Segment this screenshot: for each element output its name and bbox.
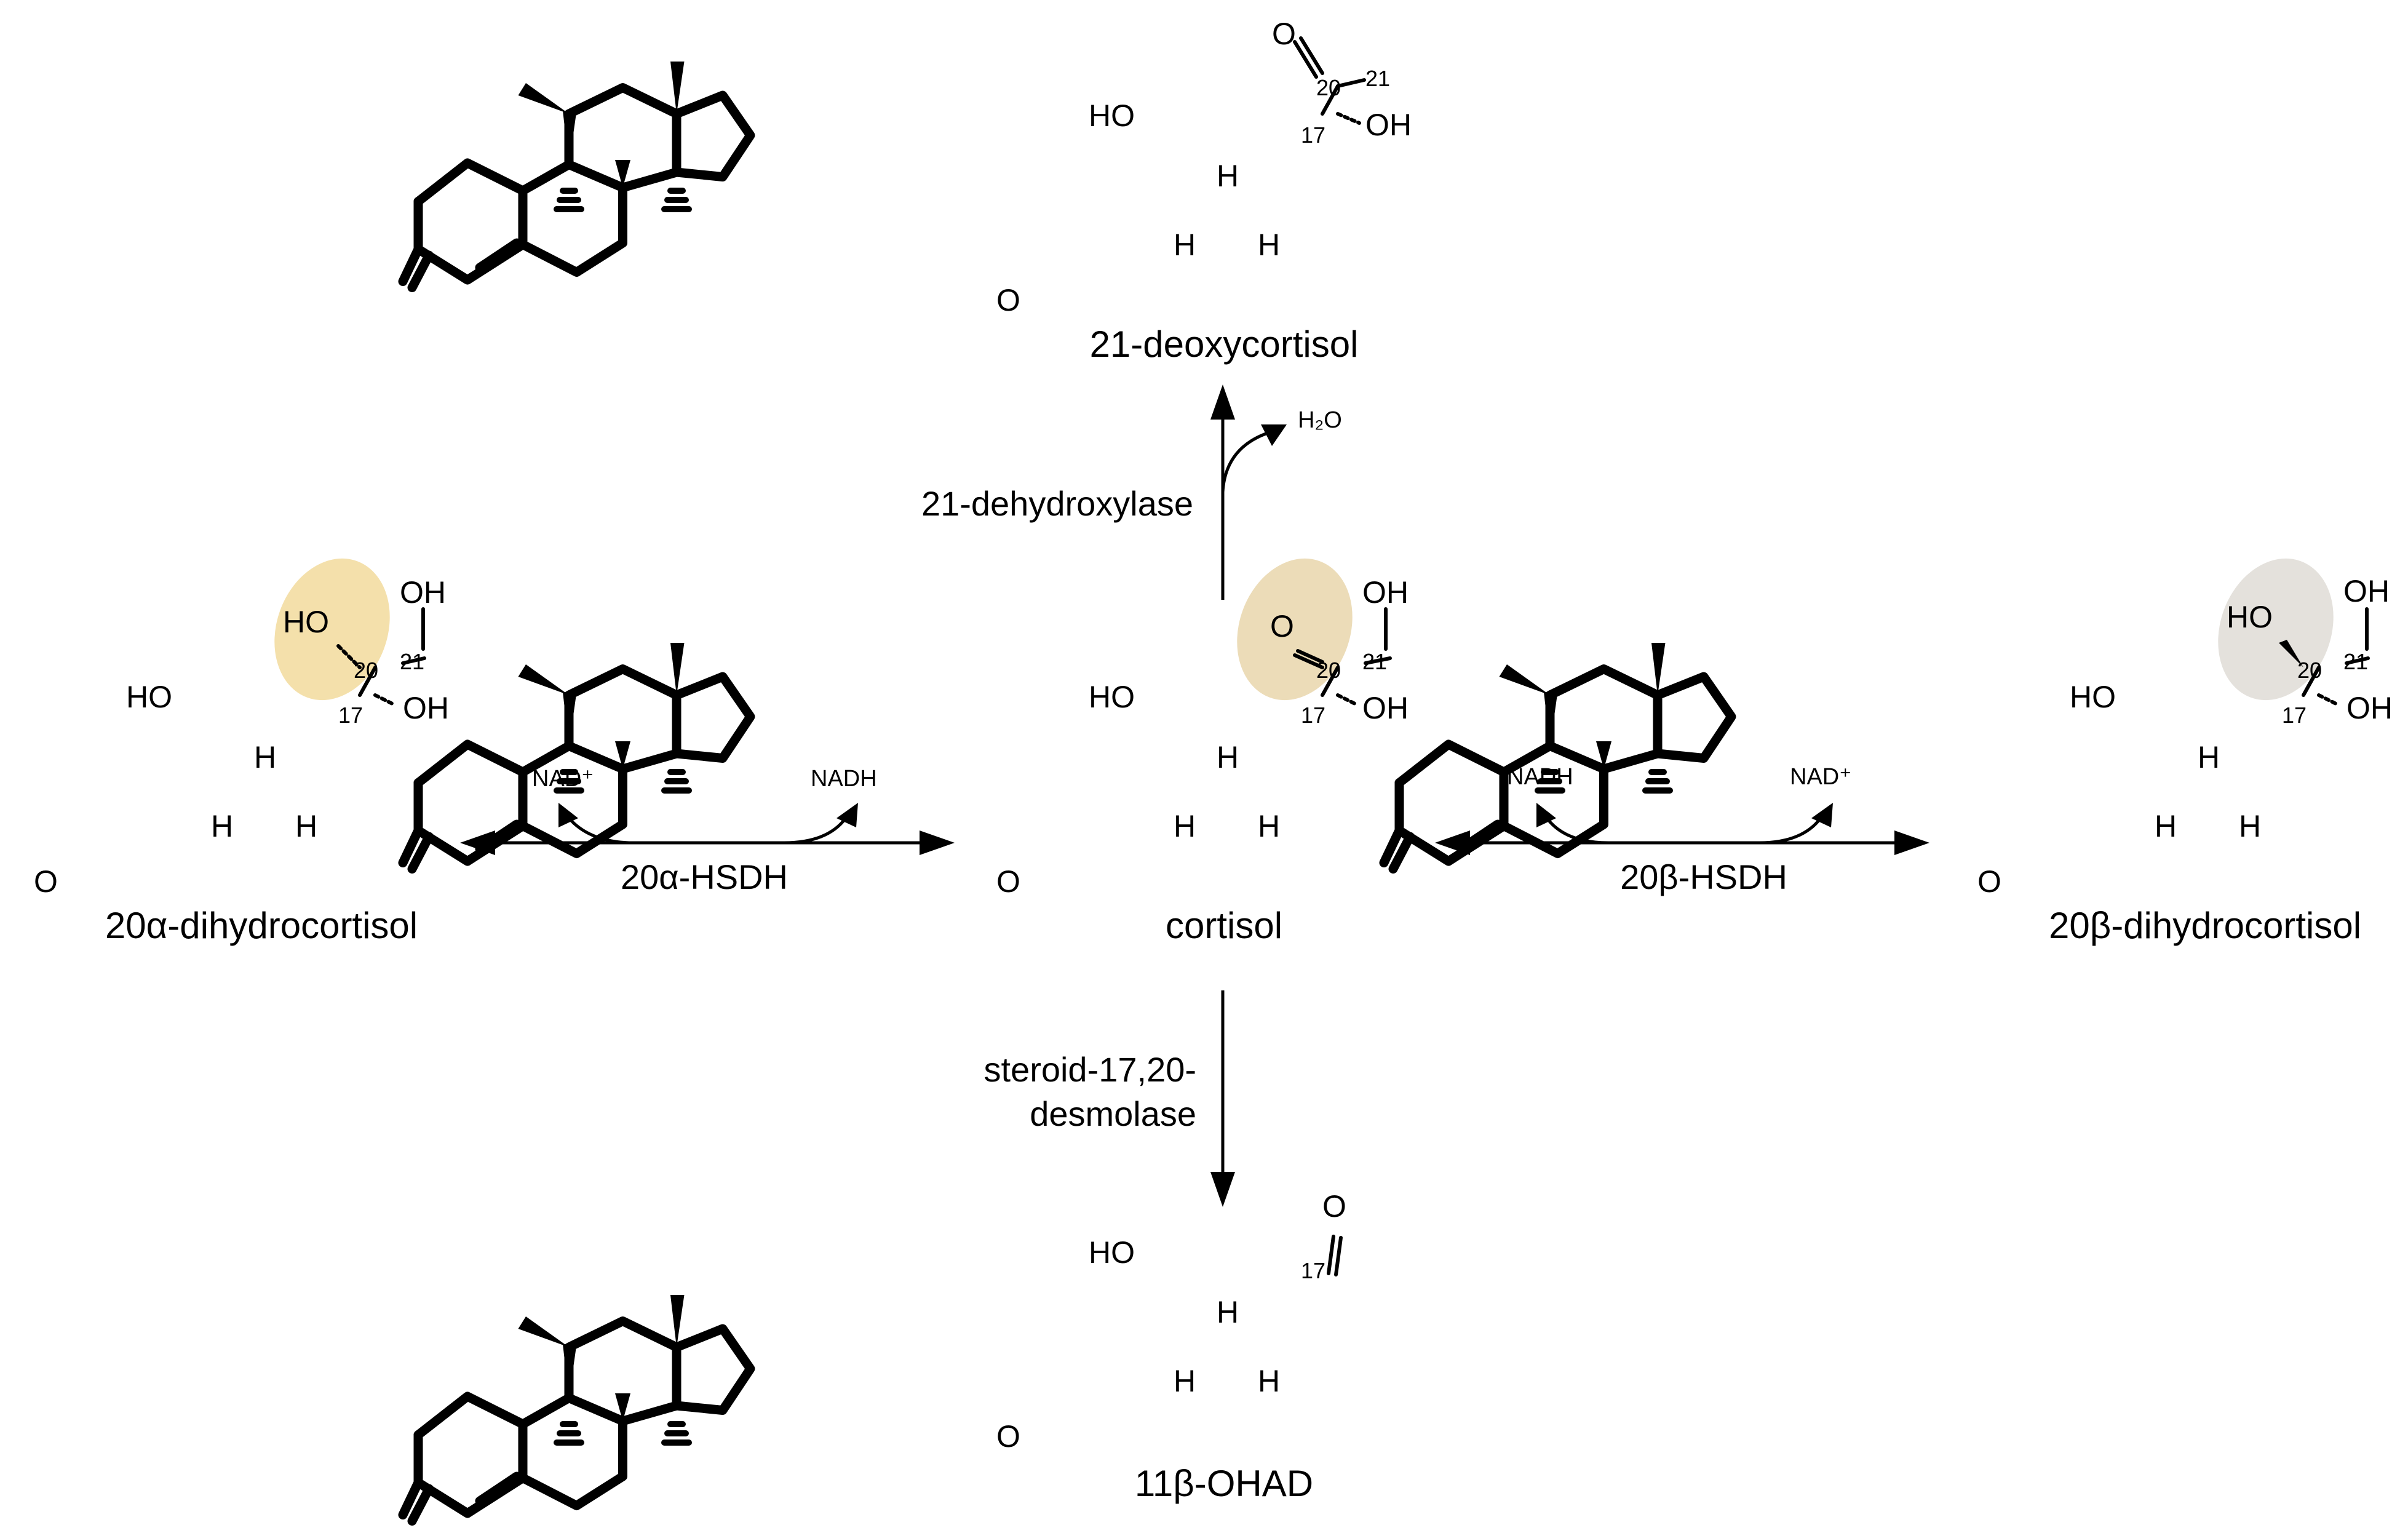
- desmolase-label-line1: steroid-17,20-: [983, 1050, 1196, 1089]
- oh-17-label: OH: [1362, 691, 1409, 725]
- c17-number: 17: [1301, 1258, 1325, 1283]
- o-20-label: O: [1272, 17, 1296, 51]
- oh-21-label: OH: [2343, 574, 2390, 608]
- oh-17-label: OH: [403, 691, 449, 725]
- ho-20-label: HO: [2227, 600, 2273, 634]
- o-20-label: O: [1270, 609, 1294, 643]
- alpha-hsdh-label: 20α-HSDH: [621, 858, 788, 896]
- h-14-label: H: [2239, 809, 2261, 843]
- h-9-label: H: [1174, 228, 1196, 262]
- c17-number: 17: [338, 703, 363, 728]
- c17-number: 17: [1301, 703, 1325, 728]
- o-3-label: O: [996, 1419, 1020, 1454]
- c20-number: 20: [2297, 658, 2322, 683]
- cortisol-name: cortisol: [1166, 905, 1282, 946]
- oh-17-label: OH: [2346, 691, 2393, 725]
- o-3-label: O: [34, 864, 58, 899]
- c21-number: 21: [2343, 649, 2368, 674]
- water-label: H₂O: [1298, 407, 1342, 433]
- h-9-label: H: [211, 809, 233, 843]
- o-3-label: O: [996, 283, 1020, 317]
- desmolase-arrow: [1210, 990, 1235, 1207]
- ho-20-label: HO: [283, 605, 329, 639]
- c21-number: 21: [1362, 649, 1387, 674]
- ohad-structure: HO O 17 O H H H: [403, 1189, 1346, 1521]
- beta-dihydrocortisol-name: 20β-dihydrocortisol: [2049, 905, 2361, 946]
- nadh-label: NADH: [1507, 764, 1573, 790]
- c17-number: 17: [1301, 122, 1325, 148]
- dehydroxylase-label: 21-dehydroxylase: [921, 484, 1193, 523]
- alpha-dihydrocortisol-structure: HO HO OH OH 20 21 17 O H H H: [34, 558, 449, 899]
- ho-11-label: HO: [126, 680, 172, 714]
- alpha-dihydrocortisol-name: 20α-dihydrocortisol: [105, 905, 418, 946]
- c20-number: 20: [1316, 75, 1341, 100]
- h-8-label: H: [2198, 740, 2220, 774]
- c17-number: 17: [2282, 703, 2307, 728]
- beta-hsdh-arrow: [1435, 803, 1929, 855]
- h-8-label: H: [1217, 1295, 1239, 1329]
- c20-ketone-highlight: [1237, 558, 1353, 701]
- nadh-label: NADH: [811, 766, 877, 792]
- oh-21-label: OH: [1362, 575, 1409, 610]
- c20-beta-hydroxyl-highlight: [2218, 558, 2334, 701]
- nad-plus-label: NAD⁺: [532, 766, 594, 792]
- h-9-label: H: [1174, 809, 1196, 843]
- o-17-label: O: [1322, 1189, 1346, 1224]
- beta-hsdh-label: 20β-HSDH: [1620, 858, 1787, 896]
- nad-plus-label: NAD⁺: [1790, 764, 1851, 790]
- c20-alpha-hydroxyl-highlight: [274, 558, 390, 701]
- oh-21-label: OH: [400, 575, 446, 610]
- cortisol-structure: HO O OH OH 20 21 17 O H H H: [403, 558, 1409, 899]
- h-8-label: H: [1217, 740, 1239, 774]
- alpha-hsdh-arrow: [460, 803, 955, 855]
- oh-17-label: OH: [1365, 108, 1412, 142]
- ho-11-label: HO: [1089, 98, 1135, 133]
- ho-11-label: HO: [1089, 1235, 1135, 1270]
- deoxycortisol-structure: HO O OH 20 21 17 O H H H: [403, 17, 1412, 317]
- h-14-label: H: [1258, 228, 1280, 262]
- c20-number: 20: [354, 658, 378, 683]
- ohad-name: 11β-OHAD: [1135, 1463, 1313, 1504]
- ho-11-label: HO: [2070, 680, 2116, 714]
- h-8-label: H: [1217, 159, 1239, 193]
- desmolase-label-line2: desmolase: [1030, 1094, 1196, 1133]
- h-14-label: H: [1258, 809, 1280, 843]
- o-3-label: O: [1977, 864, 2001, 899]
- ho-11-label: HO: [1089, 680, 1135, 714]
- h-8-label: H: [254, 740, 276, 774]
- dehydroxylation-arrow: [1210, 384, 1287, 600]
- deoxycortisol-name: 21-deoxycortisol: [1090, 324, 1359, 365]
- h-14-label: H: [1258, 1364, 1280, 1398]
- beta-dihydrocortisol-structure: HO HO OH OH 20 21 17 O H H H: [1384, 558, 2393, 899]
- c21-number: 21: [1365, 66, 1390, 91]
- h-9-label: H: [1174, 1364, 1196, 1398]
- c20-number: 20: [1316, 658, 1341, 683]
- c21-number: 21: [400, 649, 424, 674]
- h-9-label: H: [2155, 809, 2177, 843]
- h-14-label: H: [295, 809, 317, 843]
- o-3-label: O: [996, 864, 1020, 899]
- steroid-skeleton: [403, 643, 750, 869]
